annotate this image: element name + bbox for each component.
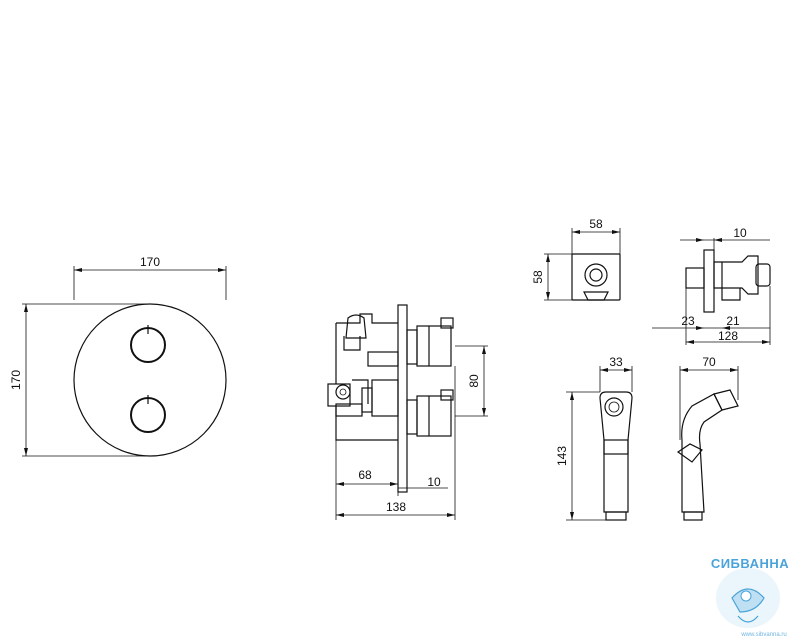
front-height-label: 170 — [9, 370, 23, 390]
side-total-dimension: 138 — [336, 366, 456, 520]
upper-knob — [130, 325, 166, 363]
holder-height-label: 58 — [531, 270, 545, 284]
side-depth-label: 68 — [358, 468, 372, 482]
side-plate-label: 10 — [427, 475, 441, 489]
holder-side-b-label: 21 — [726, 314, 740, 328]
sibvanna-logo: СИБВАННА www.sibvanna.ru — [711, 556, 789, 638]
logo-brand: СИБВАННА — [711, 556, 789, 571]
shower-width-label: 33 — [609, 355, 623, 369]
holder-plate — [571, 253, 621, 301]
inlet-connector — [327, 379, 373, 417]
lower-handle — [406, 389, 454, 437]
front-view: 170 170 — [9, 255, 227, 457]
front-width-dimension: 170 — [73, 255, 227, 300]
holder-side-total-label: 128 — [718, 329, 738, 343]
shower-length-label: 143 — [555, 446, 569, 466]
shower-side-view: 70 — [676, 355, 739, 521]
holder-front-view: 58 58 — [531, 217, 621, 301]
front-plate — [73, 303, 227, 457]
front-height-dimension: 170 — [9, 303, 150, 457]
holder-side-a-label: 23 — [681, 314, 695, 328]
side-total-label: 138 — [386, 500, 406, 514]
upper-handle — [406, 317, 454, 367]
holder-width-label: 58 — [589, 217, 603, 231]
holder-side-view: 10 23 21 128 — [652, 226, 771, 345]
wall-plate — [397, 304, 408, 493]
shower-front-view: 33 143 — [555, 355, 633, 521]
lower-knob — [130, 395, 166, 433]
front-width-label: 170 — [140, 255, 160, 269]
side-spacing-label: 80 — [467, 374, 481, 388]
side-view: 80 68 10 138 — [327, 304, 488, 520]
holder-side-offset-label: 10 — [733, 226, 747, 240]
side-depth-dimension: 68 10 — [335, 440, 448, 520]
side-spacing-dimension: 80 — [455, 345, 488, 417]
shower-side-width-label: 70 — [702, 355, 716, 369]
logo-url: www.sibvanna.ru — [740, 632, 786, 638]
